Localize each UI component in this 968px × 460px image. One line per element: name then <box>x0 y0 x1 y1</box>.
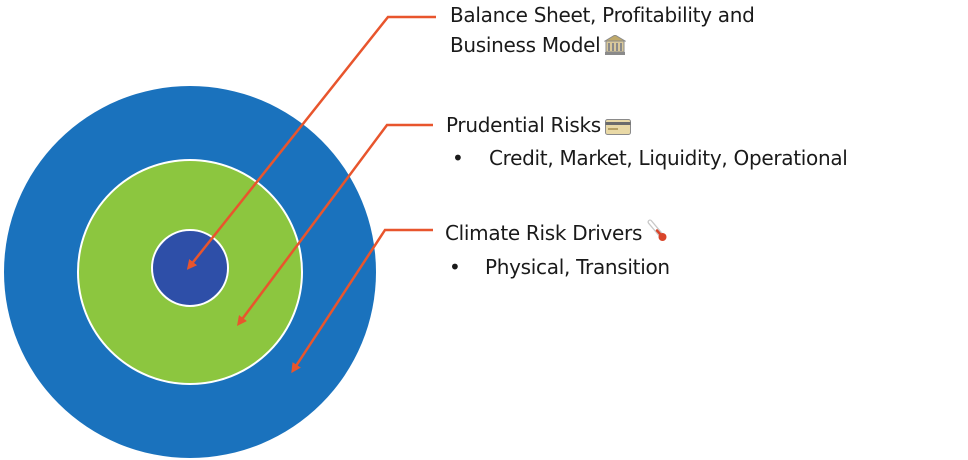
climate-risk-bullet: • Physical, Transition <box>449 252 749 282</box>
balance-sheet-label: Balance Sheet, Profitability and Busines… <box>450 0 755 63</box>
bullet-dot: • <box>452 146 464 170</box>
arrow-climate-risk <box>291 228 433 374</box>
bank-icon <box>603 33 628 63</box>
prudential-risks-title: Prudential Risks <box>446 113 601 137</box>
inner-core-balance-sheet <box>151 229 229 307</box>
prudential-risks-bullet-text: Credit, Market, Liquidity, Operational <box>489 146 848 170</box>
climate-risk-bullet-text: Physical, Transition <box>485 255 670 279</box>
balance-sheet-title-line2-text: Business Model <box>450 33 601 57</box>
prudential-risks-bullet: • Credit, Market, Liquidity, Operational <box>452 143 892 173</box>
balance-sheet-title-line1: Balance Sheet, Profitability and <box>450 3 755 27</box>
arrow-prudential-risks <box>237 123 433 327</box>
credit-card-icon <box>604 113 631 143</box>
prudential-risks-label: Prudential Risks <box>446 110 631 143</box>
climate-risk-title: Climate Risk Drivers <box>445 221 643 245</box>
thermometer-icon <box>646 219 668 251</box>
climate-risk-label: Climate Risk Drivers <box>445 218 668 251</box>
bullet-dot: • <box>449 255 461 279</box>
balance-sheet-title-line2: Business Model <box>450 30 755 63</box>
arrow-balance-sheet <box>186 15 436 270</box>
